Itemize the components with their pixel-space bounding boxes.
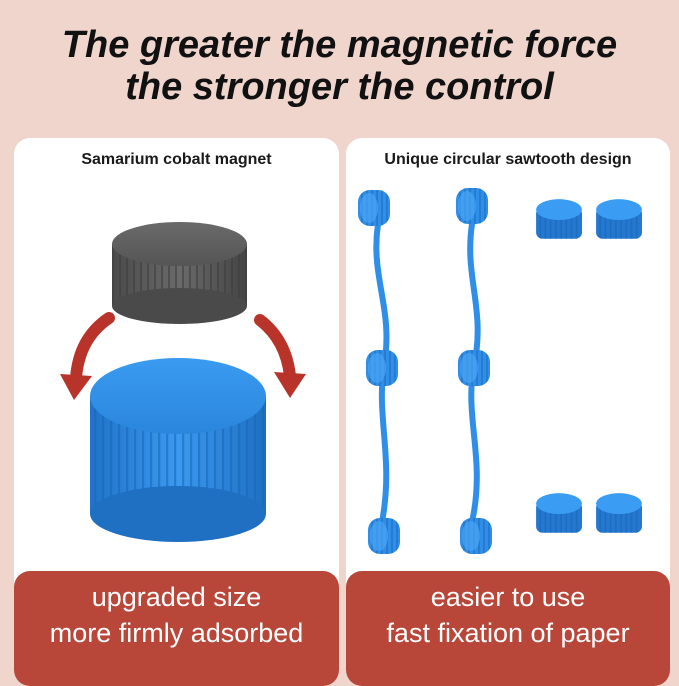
right-panel: Unique circular sawtooth design: [346, 138, 670, 686]
left-panel: Samarium cobalt magnet: [14, 138, 339, 686]
right-panel-title: Unique circular sawtooth design: [384, 151, 632, 168]
gray-magnet: [112, 222, 247, 324]
magnet-strip-1: [358, 190, 400, 554]
right-caption-line-1: easier to use: [430, 582, 586, 612]
headline: The greater the magnetic force the stron…: [0, 24, 679, 108]
arrow-left-icon: [60, 312, 115, 400]
right-caption-line-2: fast fixation of paper: [386, 618, 630, 648]
magnet-strips-illustration: [358, 188, 642, 554]
magnet-comparison-illustration: [60, 222, 306, 542]
blue-magnet: [90, 358, 266, 542]
loose-magnet-cap-1: [536, 199, 582, 239]
loose-magnet-cap-3: [536, 493, 582, 533]
left-caption: upgraded size more firmly adsorbed: [14, 571, 339, 686]
left-panel-title: Samarium cobalt magnet: [81, 151, 272, 168]
left-caption-line-1: upgraded size: [91, 582, 262, 612]
loose-magnet-cap-4: [596, 493, 642, 533]
headline-line-1: The greater the magnetic force: [61, 24, 618, 66]
arrow-right-icon: [254, 314, 306, 398]
right-caption: easier to use fast fixation of paper: [346, 571, 670, 686]
headline-line-2: the stronger the control: [125, 66, 554, 108]
left-caption-line-2: more firmly adsorbed: [49, 618, 304, 648]
magnet-strip-2: [456, 188, 492, 554]
loose-magnet-cap-2: [596, 199, 642, 239]
